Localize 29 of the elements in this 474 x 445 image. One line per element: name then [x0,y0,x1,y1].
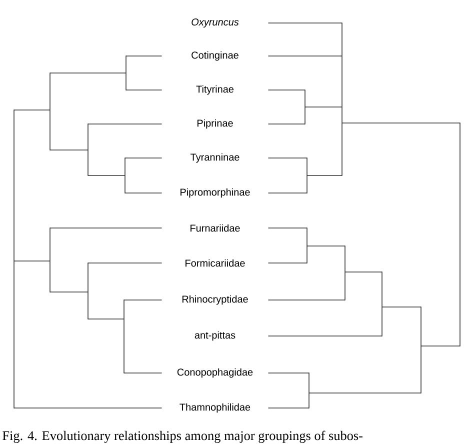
branch-line [342,122,460,124]
branch-line [268,22,342,24]
taxon-label: Tyranninae [190,153,240,163]
taxon-label: Tityrinae [196,85,234,95]
taxon-label: Piprinae [197,119,233,129]
taxon-label: ant-pittas [194,331,236,341]
branch-line [14,260,50,262]
branch-line [382,306,422,308]
branch-line [268,262,308,264]
branch-line [268,372,310,374]
branch-line [88,175,126,176]
taxon-label: Furnariidae [190,224,240,232]
caption: Fig. 4. Evolutionary relationships among major groupings of subos- [2,430,362,443]
taxon-label: Cotinginae [192,51,238,61]
branch-line [268,192,308,194]
branch-line [306,175,342,176]
branch-line [308,392,422,394]
taxon-label: Oxyruncus [192,18,239,28]
branch-line [50,72,126,74]
taxon-label: Formicariidae [186,259,245,267]
branch-line [88,318,124,320]
branch-line [124,192,162,194]
taxon-label: Thamnophilidae [180,403,250,413]
taxon-label: Rhinocryptidae [182,295,248,305]
branch-line [124,372,162,374]
branch-line [304,106,342,108]
branch-line [88,262,162,264]
taxon-label: Pipromorphinae [180,188,250,198]
taxon-label: Conopophagidae [177,368,253,378]
